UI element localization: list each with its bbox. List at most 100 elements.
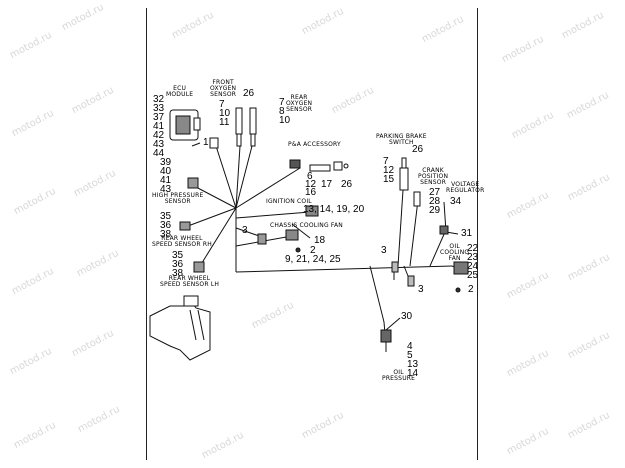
- callout-number: 12: [383, 165, 395, 176]
- callout-number: 10: [219, 108, 231, 119]
- callout-number: 26: [341, 179, 353, 190]
- wire-pa: [235, 167, 301, 209]
- callout-number: 14: [407, 368, 419, 379]
- ecu-module-face: [175, 115, 191, 135]
- ignition-coil-label: IGNITION COIL: [266, 198, 312, 205]
- callout-number: 1: [203, 137, 209, 148]
- callout-number: 37: [153, 112, 165, 123]
- callout-number: 10: [279, 115, 291, 126]
- callout-number: 40: [160, 166, 172, 177]
- front-o2-tip: [236, 133, 242, 147]
- callout-number: 26: [243, 88, 255, 99]
- callout-number: 6: [307, 171, 313, 182]
- hps-connector: [187, 177, 199, 189]
- chassis-cooling-fan-label: CHASSIS COOLING FAN: [270, 222, 343, 229]
- wire-voltage: [429, 231, 446, 267]
- front-o2-sensor: [235, 107, 243, 135]
- callout-number: 28: [429, 196, 441, 207]
- callout-number: 3: [242, 225, 248, 236]
- chassis-fan-connector: [285, 229, 299, 241]
- callout-number: 35: [160, 211, 172, 222]
- oil-fan-callout-stack: 22 23 24 25: [467, 243, 479, 281]
- callout-number: 3: [418, 284, 424, 295]
- callout-number: 5: [407, 350, 413, 361]
- callout-number: 7: [383, 156, 389, 167]
- callout-number: 44: [153, 148, 165, 159]
- callout-number: 42: [153, 130, 165, 141]
- callout-number: 43: [153, 139, 165, 150]
- callout-number: 30: [401, 311, 413, 322]
- callout-number: 22: [467, 243, 479, 254]
- wire-hps: [193, 185, 237, 209]
- wire-ecu: [215, 145, 237, 209]
- callout-number: 31: [461, 228, 473, 239]
- hps-callout-stack: 39 40 41 43: [160, 157, 172, 195]
- callout-number: 18: [314, 235, 326, 246]
- callout-number: 9, 21, 24, 25: [285, 254, 341, 265]
- left-3-connector: [257, 233, 267, 245]
- leader-30: [385, 317, 401, 331]
- callout-number: 41: [153, 121, 165, 132]
- rws-rh-callout-stack: 35 36 38: [160, 211, 172, 240]
- callout-number: 23: [467, 252, 479, 263]
- oil-fan-connector: [453, 261, 469, 275]
- diagram-frame: [146, 8, 478, 460]
- callout-number: 39: [160, 157, 172, 168]
- callout-number: 35: [172, 250, 184, 261]
- pa-harness: [309, 164, 331, 172]
- callout-number: 43: [160, 184, 172, 195]
- crank-sensor: [413, 191, 421, 207]
- frame-rib2: [197, 309, 205, 341]
- callout-number: 7: [279, 97, 285, 108]
- callout-number: 34: [450, 196, 462, 207]
- callout-number: 12: [305, 179, 317, 190]
- harness-main-run: [235, 265, 453, 273]
- ecu-module-plug: [193, 117, 201, 131]
- callout-number: 15: [383, 174, 395, 185]
- frame-rib: [189, 309, 197, 341]
- callout-number: 4: [407, 341, 413, 352]
- screw-2: [295, 247, 301, 253]
- wire-front-o2: [235, 145, 241, 209]
- parking-brake-plunger: [401, 157, 407, 169]
- wire-ignition: [235, 211, 311, 219]
- rear-o2-tip: [250, 133, 256, 147]
- crank-callout-stack: 27 28 29: [429, 188, 441, 216]
- callout-number: 2: [468, 284, 474, 295]
- lower-3-connector: [407, 275, 415, 287]
- callout-number: 13: [407, 359, 419, 370]
- wire-oil: [369, 265, 385, 323]
- callout-number: 2: [310, 245, 316, 256]
- callout-number: 38: [160, 229, 172, 240]
- callout-number: 36: [172, 259, 184, 270]
- rear-o2-sensor: [249, 107, 257, 135]
- frame-bracket: [183, 295, 199, 307]
- pa-terminal: [343, 163, 349, 169]
- mid-3-connector: [391, 261, 399, 273]
- callout-number: 13, 14, 19, 20: [303, 204, 365, 215]
- ignition-coil-connector: [305, 205, 319, 217]
- wire-rear-o2: [235, 145, 253, 209]
- callout-number: 32: [153, 94, 165, 105]
- voltage-regulator-connector: [439, 225, 449, 235]
- pa-cap: [333, 161, 343, 171]
- leader-1: [191, 142, 201, 147]
- callout-number: 24: [467, 261, 479, 272]
- callout-number: 36: [160, 220, 172, 231]
- leader-18: [291, 223, 311, 239]
- callout-number: 11: [219, 117, 230, 128]
- callout-number: 41: [160, 175, 172, 186]
- rws-lh-connector: [193, 261, 205, 273]
- callout-number: 26: [412, 144, 424, 155]
- callout-number: 33: [153, 103, 165, 114]
- callout-number: 38: [172, 268, 184, 279]
